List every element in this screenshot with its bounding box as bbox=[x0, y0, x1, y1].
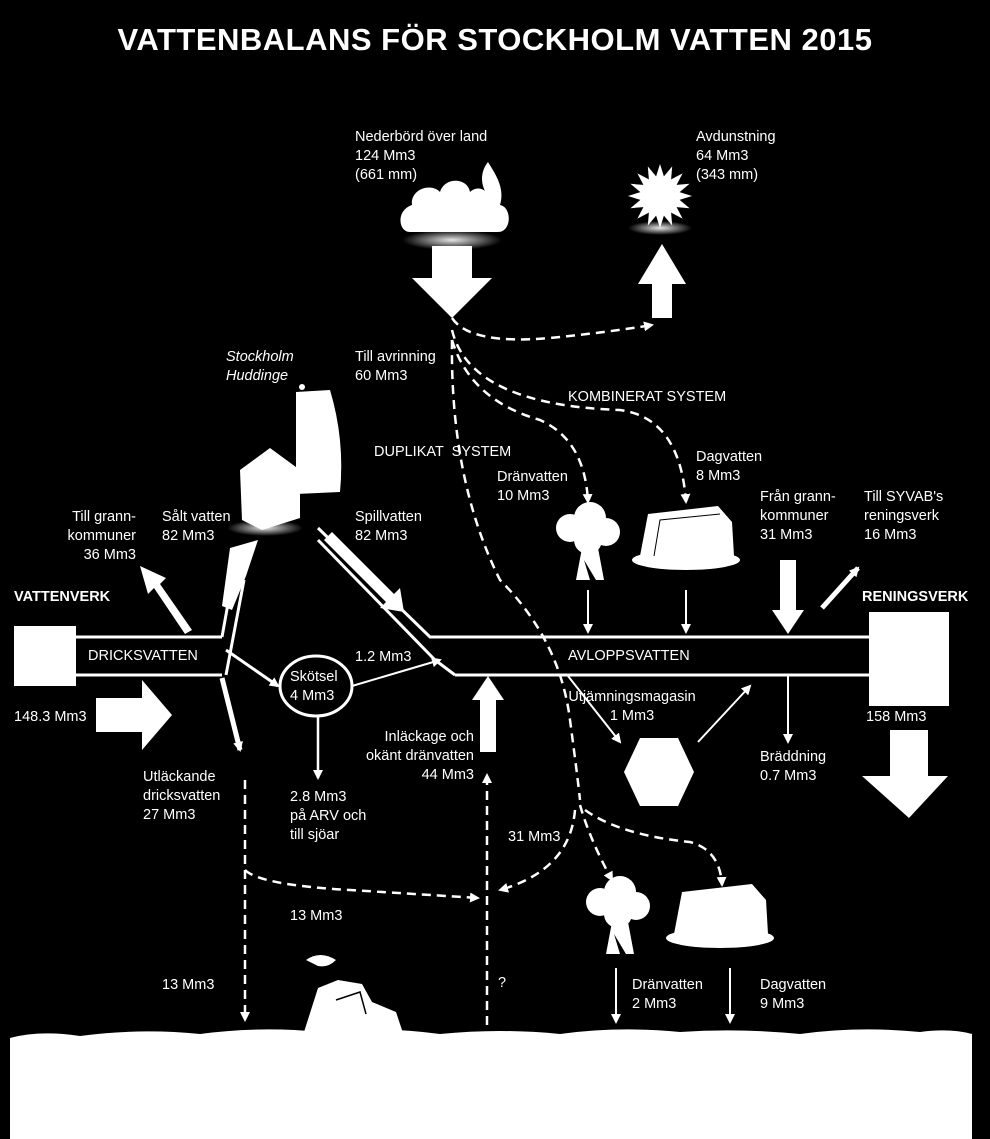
sold-water-arrowhead bbox=[222, 540, 258, 610]
label-till-grannkommuner: Till grann- kommuner 36 Mm3 bbox=[67, 509, 137, 563]
label-duplikat-system: DUPLIKAT SYSTEM bbox=[374, 444, 512, 460]
water-tower-icon bbox=[227, 384, 342, 536]
branch-31-line bbox=[498, 809, 577, 893]
label-dricksvatten: DRICKSVATTEN bbox=[88, 648, 198, 664]
infiltration-arrow bbox=[472, 676, 504, 752]
label-avdunstning: Avdunstning 64 Mm3 (343 mm) bbox=[696, 129, 776, 183]
branch-to-storm-bottom bbox=[584, 808, 727, 887]
duplicate-system-line bbox=[450, 339, 582, 801]
sewer-to-basin-line bbox=[567, 675, 622, 744]
precipitation-arrow bbox=[412, 246, 492, 318]
skotsel-to-sewer-line bbox=[351, 657, 442, 687]
label-dagvatten-top: Dagvatten 8 Mm3 bbox=[696, 449, 763, 484]
inflow-arrow bbox=[96, 680, 172, 750]
runoff-to-drain-line bbox=[450, 339, 593, 504]
vattenverk-box bbox=[14, 626, 76, 686]
label-braddning: Bräddning 0.7 Mm3 bbox=[760, 749, 827, 784]
to-skotsel-line bbox=[225, 648, 280, 688]
evaporation-arrow bbox=[638, 244, 686, 318]
reningsverk-box bbox=[869, 612, 949, 706]
label-13-mm3-mid: 13 Mm3 bbox=[290, 908, 343, 924]
label-avloppsvatten: AVLOPPSVATTEN bbox=[568, 648, 690, 664]
label-vattenverk: VATTENVERK bbox=[14, 589, 111, 605]
label-1-2-mm3: 1.2 Mm3 bbox=[355, 649, 412, 665]
label-31-mm3: 31 Mm3 bbox=[508, 829, 561, 845]
label-dagvatten-bottom: Dagvatten 9 Mm3 bbox=[760, 977, 827, 1012]
tree-icon-top bbox=[556, 502, 620, 580]
label-dranvatten-top: Dränvatten 10 Mm3 bbox=[497, 469, 568, 504]
house-icon-top bbox=[632, 506, 740, 570]
label-kombinerat-system: KOMBINERAT SYSTEM bbox=[568, 389, 727, 405]
label-fran-grannkommuner: Från grann- kommuner 31 Mm3 bbox=[760, 489, 836, 543]
house-icon-bottom bbox=[666, 884, 774, 948]
label-stockholm-huddinge: Stockholm Huddinge bbox=[226, 349, 294, 384]
branch-to-drain-bottom bbox=[578, 804, 614, 882]
label-utlackande: Utläckande dricksvatten 27 Mm3 bbox=[143, 769, 221, 823]
boat-icon bbox=[304, 955, 404, 1036]
runoff-to-stormwater-line bbox=[450, 329, 691, 504]
label-question: ? bbox=[498, 975, 507, 991]
label-148-3-mm3: 148.3 Mm3 bbox=[14, 709, 87, 725]
label-skotsel: Skötsel 4 Mm3 bbox=[290, 669, 338, 704]
label-utjamningsmagasin: Utjämningsmagasin 1 Mm3 bbox=[568, 689, 696, 724]
label-158-mm3: 158 Mm3 bbox=[866, 709, 927, 725]
to-syvab-arrow bbox=[820, 566, 860, 610]
sun-icon bbox=[628, 164, 692, 235]
label-nederbord: Nederbörd över land 124 Mm3 (661 mm) bbox=[355, 129, 488, 183]
leakage-arrow bbox=[219, 677, 243, 752]
label-till-syvab: Till SYVAB's reningsverk 16 Mm3 bbox=[864, 489, 944, 543]
leak-to-junction-line bbox=[244, 869, 480, 903]
diagram-title: VATTENBALANS FÖR STOCKHOLM VATTEN 2015 bbox=[117, 22, 873, 57]
label-spillvatten: Spillvatten 82 Mm3 bbox=[355, 509, 422, 544]
basin-to-sewer-line bbox=[697, 684, 752, 743]
outflow-arrow bbox=[862, 730, 948, 818]
rain-cloud-icon bbox=[400, 162, 509, 250]
equalization-basin-hexagon bbox=[624, 738, 694, 806]
evaporation-flow-line bbox=[450, 317, 654, 341]
label-dranvatten-bottom: Dränvatten 2 Mm3 bbox=[632, 977, 703, 1012]
label-reningsverk: RENINGSVERK bbox=[862, 589, 969, 605]
to-neighbors-arrow bbox=[140, 566, 192, 634]
lake-shape bbox=[10, 1029, 972, 1139]
label-13-mm3-left: 13 Mm3 bbox=[162, 977, 215, 993]
tree-icon-bottom bbox=[586, 876, 650, 954]
dricksvatten-pipe bbox=[76, 635, 222, 677]
spillvatten-arrow bbox=[324, 532, 404, 612]
label-till-avrinning: Till avrinning 60 Mm3 bbox=[355, 349, 436, 384]
label-inlackage: Inläckage och okänt dränvatten 44 Mm3 bbox=[365, 729, 474, 783]
avloppsvatten-pipe bbox=[455, 635, 869, 677]
label-salt-vatten: Sålt vatten 82 Mm3 bbox=[162, 509, 231, 544]
label-arv: 2.8 Mm3 på ARV och till sjöar bbox=[290, 789, 367, 843]
from-neighbors-arrow bbox=[772, 560, 804, 634]
